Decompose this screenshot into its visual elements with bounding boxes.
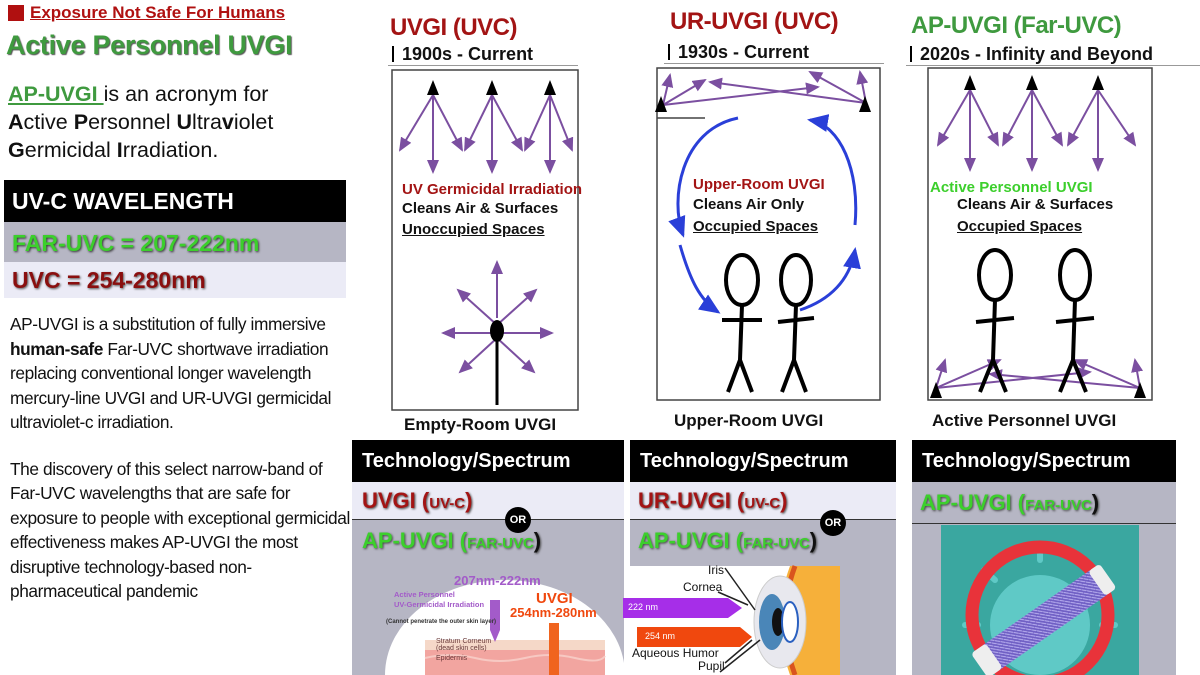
aqueous-label: Aqueous Humor xyxy=(632,646,719,660)
ap-uvgi-link[interactable]: AP-UVGI xyxy=(8,82,104,106)
pupil-label: Pupil xyxy=(698,659,725,673)
tech-ap-uvgi: AP-UVGI (FAR-UVC) xyxy=(362,528,542,553)
panel-3-era: 2020s - Infinity and Beyond xyxy=(906,44,1200,66)
tech-header: Technology/Spectrum xyxy=(630,440,896,482)
stick-figure-2 xyxy=(777,253,815,393)
wavelength-heading: UV-C WAVELENGTH xyxy=(4,180,346,222)
panel-3-line3: Occupied Spaces xyxy=(957,218,1083,235)
uvgi-label: UVGI xyxy=(536,590,573,607)
warning-square-icon xyxy=(8,5,24,21)
tech-header: Technology/Spectrum xyxy=(912,440,1176,482)
panel-2-caption: Upper-Room UVGI xyxy=(674,411,824,430)
panel-3-caption: Active Personnel UVGI xyxy=(932,411,1117,430)
virus-prohibited-figure xyxy=(941,525,1139,675)
tech-ap-uvgi: AP-UVGI (FAR-UVC) xyxy=(638,528,818,553)
warning-banner: Exposure Not Safe For Humans xyxy=(8,3,285,23)
acronym-definition: AP-UVGI is an acronym for Active Personn… xyxy=(8,82,274,162)
tech-ap-uvgi: AP-UVGI (FAR-UVC) xyxy=(920,490,1100,515)
nm222-label: 222 nm xyxy=(628,602,659,612)
panel-2-tech-table: Technology/Spectrum UR-UVGI (UV-C) AP-UV… xyxy=(630,440,896,565)
panel-1-title: UVGI (UVC) xyxy=(390,14,518,41)
tech-ur-uvgi: UR-UVGI (UV-C) xyxy=(638,488,788,513)
panel-1-label: UV Germicidal Irradiation xyxy=(402,181,583,198)
active-personnel-diagram xyxy=(927,67,1153,401)
far-uvc-wavelength: 207nm-222nm xyxy=(454,573,541,588)
panel-1-line3: Unoccupied Spaces xyxy=(402,221,545,238)
stick-figure-4 xyxy=(1055,248,1095,393)
panel-2-title: UR-UVGI (UVC) xyxy=(670,8,839,35)
panel-1-era: 1900s - Current xyxy=(388,44,578,66)
panel-1-line2: Cleans Air & Surfaces xyxy=(402,200,559,217)
tech-header: Technology/Spectrum xyxy=(352,440,624,482)
uvc-range: UVC = 254-280nm xyxy=(4,262,346,298)
iris-label: Iris xyxy=(708,563,724,577)
far-uvc-range: FAR-UVC = 207-222nm xyxy=(4,222,346,262)
stratum-label: Stratum Corneum(dead skin cells) xyxy=(436,638,492,652)
panel-2-label: Upper-Room UVGI xyxy=(693,176,825,193)
panel-3-line2: Cleans Air & Surfaces xyxy=(957,196,1114,213)
or-badge: OR xyxy=(505,507,531,533)
eye-anatomy-figure xyxy=(623,565,840,675)
tech-uvgi: UVGI (UV-C) xyxy=(362,488,473,513)
nm254-label: 254 nm xyxy=(645,631,676,641)
skin-note: (Cannot penetrate the outer skin layer) xyxy=(386,619,497,625)
empty-room-diagram xyxy=(391,69,579,411)
or-badge: OR xyxy=(820,510,846,536)
body-paragraph-1: AP-UVGI is a substitution of fully immer… xyxy=(10,314,332,432)
panel-3-label: Active Personnel UVGI xyxy=(930,179,1093,196)
panel-1-caption: Empty-Room UVGI xyxy=(404,415,557,434)
panel-1-tech-table: Technology/Spectrum UVGI (UV-C) AP-UVGI … xyxy=(352,440,624,565)
body-text: AP-UVGI is a substitution of fully immer… xyxy=(10,312,350,604)
cornea-label: Cornea xyxy=(683,580,723,594)
upper-room-diagram xyxy=(655,67,881,401)
uvgi-range: 254nm-280nm xyxy=(510,605,597,620)
panel-3-title: AP-UVGI (Far-UVC) xyxy=(911,12,1122,39)
panel-2-era: 1930s - Current xyxy=(664,42,884,64)
main-title: Active Personnel UVGI xyxy=(6,30,293,60)
body-paragraph-2: The discovery of this select narrow-band… xyxy=(10,458,350,602)
epidermis-label: Epidermis xyxy=(436,655,468,662)
skin-penetration-figure xyxy=(385,580,625,675)
panel-3-tech-table: Technology/Spectrum AP-UVGI (FAR-UVC) xyxy=(912,440,1176,524)
stick-figure-1 xyxy=(722,253,762,393)
stick-figure-3 xyxy=(975,248,1015,393)
panel-2-line3: Occupied Spaces xyxy=(693,218,819,235)
panel-2-line2: Cleans Air Only xyxy=(693,196,805,213)
